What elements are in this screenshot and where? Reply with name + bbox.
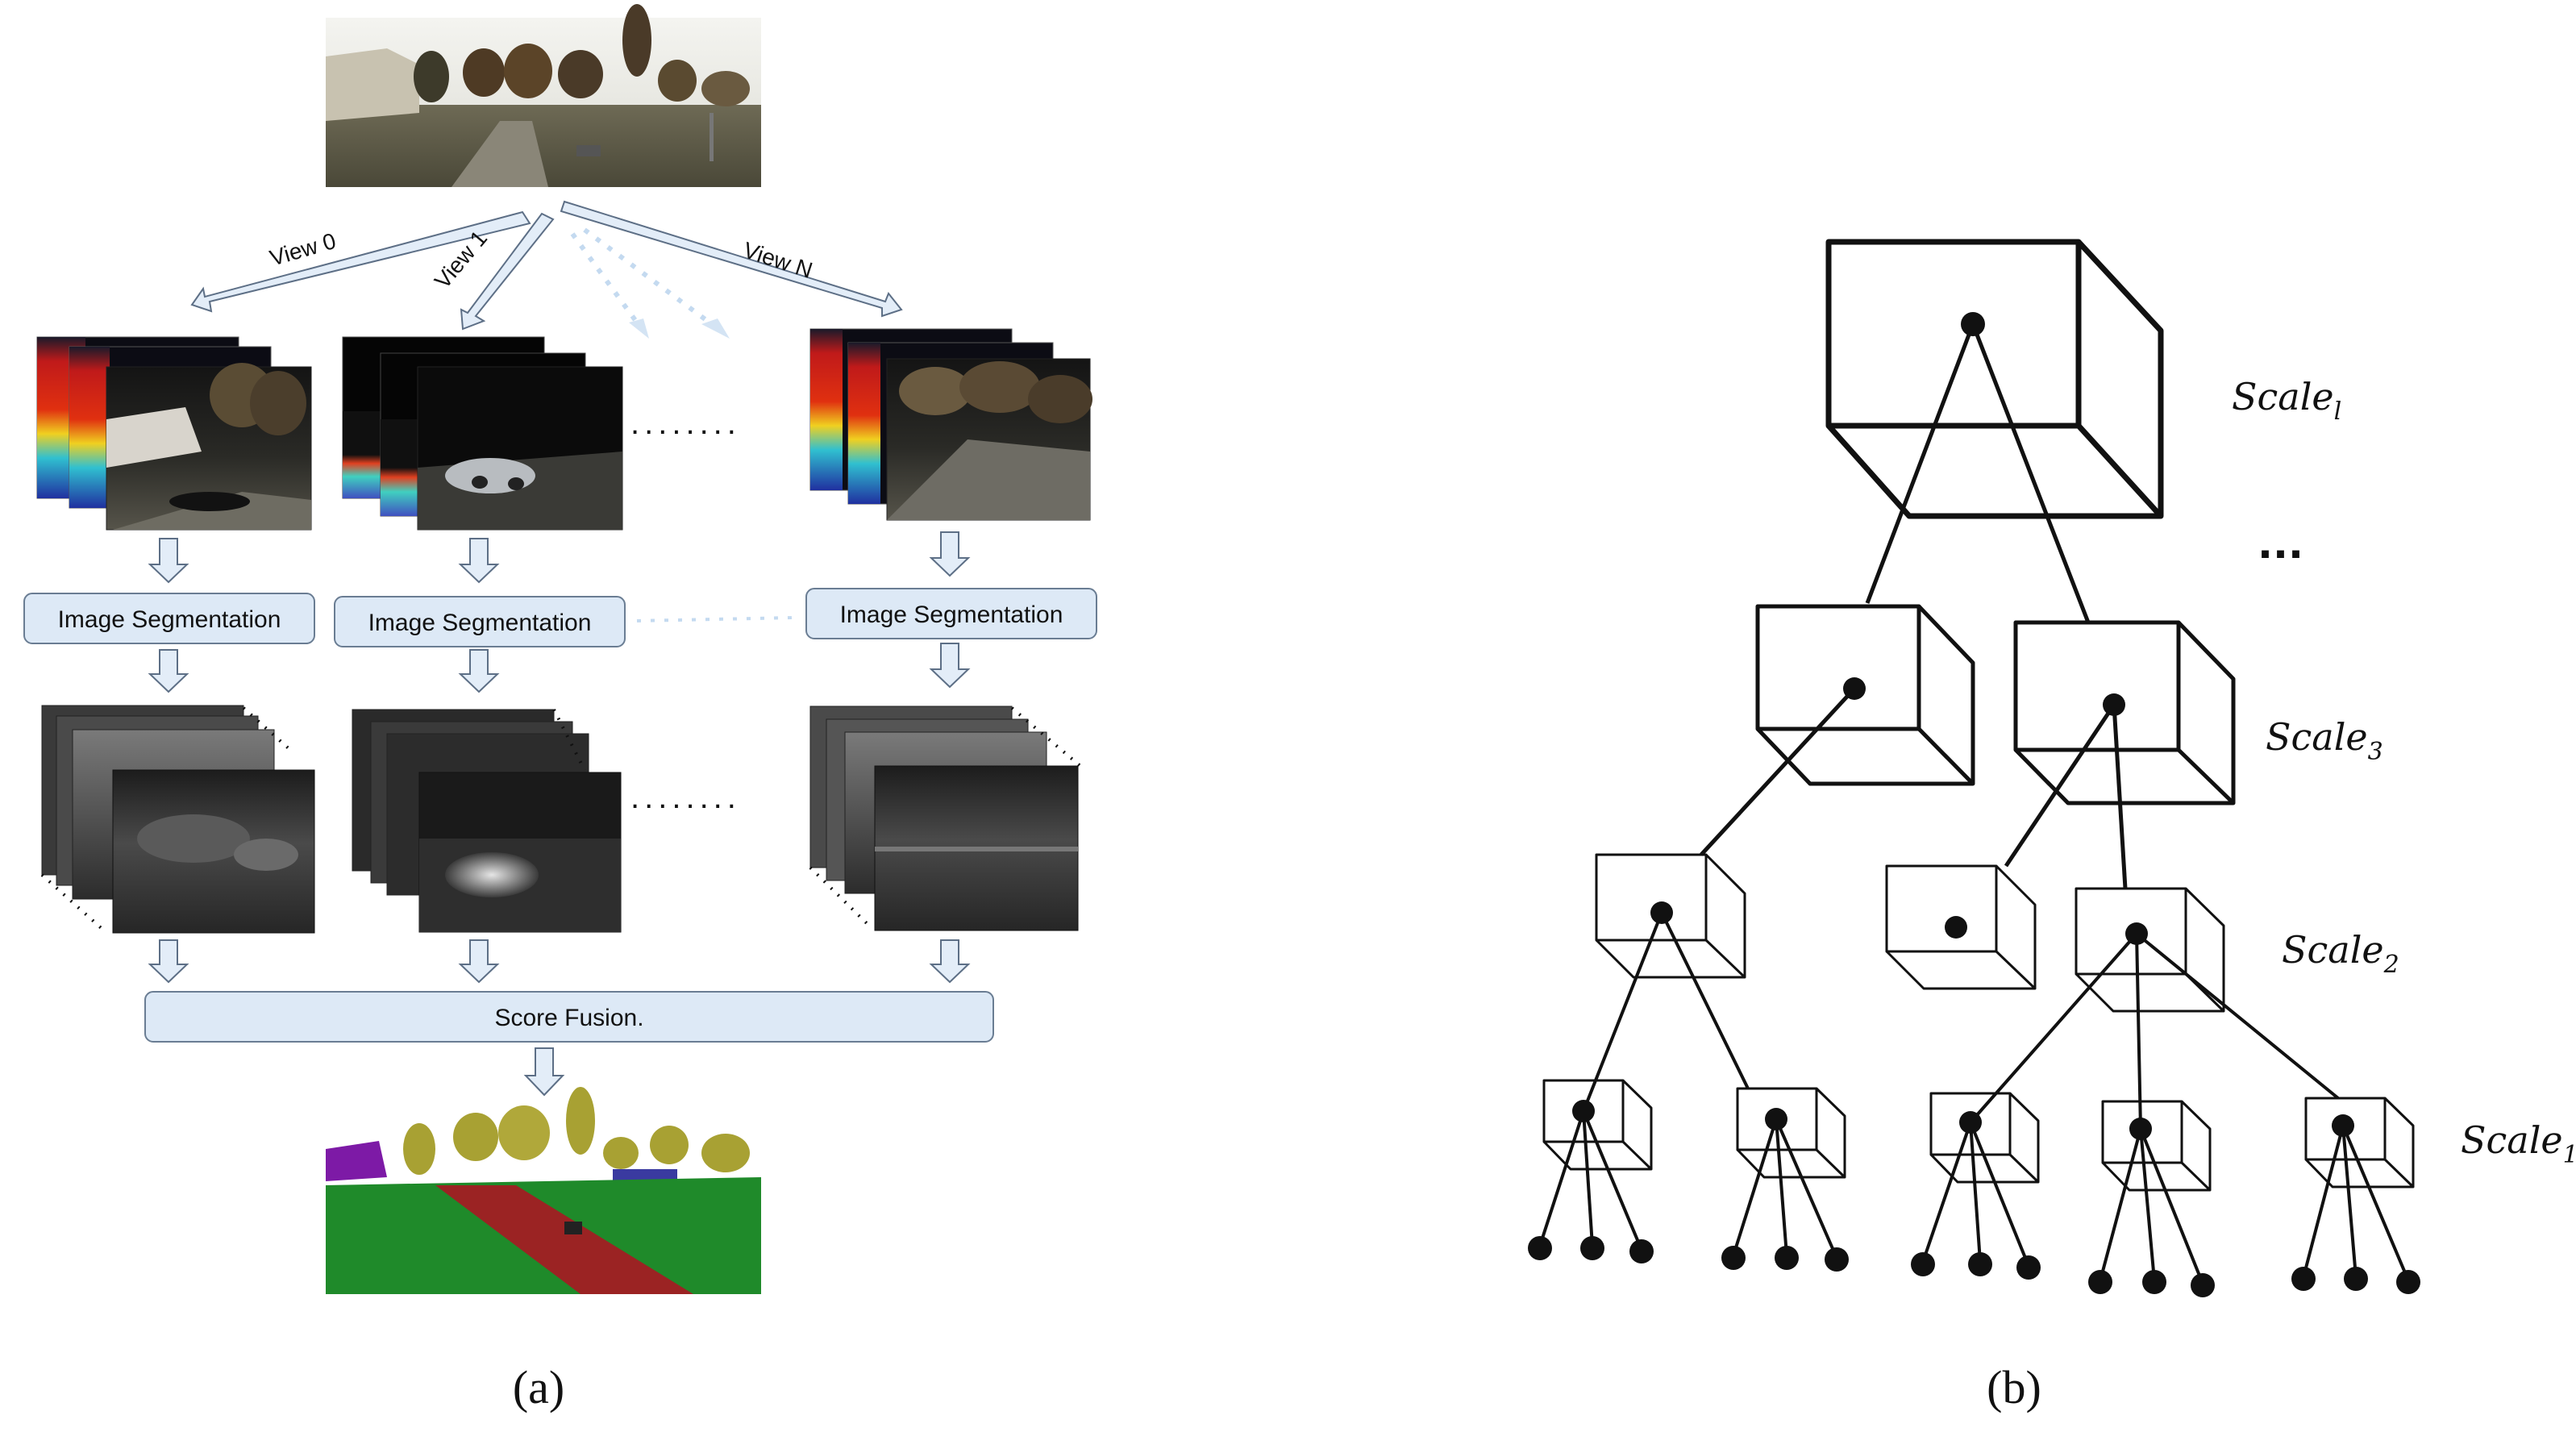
input-point-cloud — [326, 4, 761, 187]
panel-a: View 0 View 1 View N — [23, 4, 1097, 1413]
scale-3-label: Scale3 — [2266, 715, 2383, 766]
scale-2-sub: 2 — [2383, 951, 2399, 979]
scale-2-label: Scale2 — [2282, 928, 2399, 979]
view-arrows — [190, 200, 903, 339]
view1-arrow — [460, 212, 555, 331]
cube-scale-l — [1825, 239, 2164, 519]
scale-3-sub: 3 — [2368, 738, 2383, 766]
octree-edges — [1700, 323, 2128, 889]
scale-l-label: Scalel — [2232, 375, 2341, 426]
score-fusion-label: Score Fusion. — [494, 1005, 643, 1031]
output-segmented-cloud — [326, 1087, 761, 1294]
segmentation-connector — [636, 616, 795, 622]
viewN-image-stack — [809, 328, 1092, 521]
view0-score-stack — [40, 705, 315, 934]
segmentation-box-viewN — [805, 588, 1097, 639]
stack-ellipsis-top: ........ — [630, 406, 741, 441]
score-fusion-box — [144, 991, 994, 1043]
caption-b: (b) — [1987, 1361, 2041, 1413]
scale-labels: Scalel ... Scale3 Scale2 Scale1 — [2232, 375, 2576, 1169]
view1-score-stack — [352, 709, 622, 933]
segmentation-label-viewN: Image Segmentation — [840, 602, 1063, 628]
octree-nodes — [1528, 312, 2420, 1297]
segmentation-boxes: Image Segmentation Image Segmentation Im… — [23, 588, 1097, 647]
view0-arrow — [190, 210, 531, 313]
octree-edges-lower — [1582, 912, 2340, 1130]
scale-1-label: Scale1 — [2461, 1118, 2576, 1169]
down-arrows-row3 — [148, 939, 971, 984]
segmentation-box-view1 — [334, 596, 626, 647]
cubes-scale-2 — [1595, 853, 2225, 1013]
scale-l-sub: l — [2334, 398, 2342, 426]
view1-image-stack — [342, 336, 623, 531]
cubes-scale-3 — [1755, 604, 2236, 806]
scale-1-base: Scale — [2461, 1118, 2563, 1162]
scale-2-base: Scale — [2282, 928, 2384, 972]
scale-l-base: Scale — [2232, 375, 2334, 418]
octree-leaf-edges — [1538, 1110, 2410, 1284]
scale-1-sub: 1 — [2563, 1141, 2576, 1169]
viewN-score-stack — [809, 706, 1082, 931]
caption-a: (a) — [513, 1361, 564, 1413]
down-arrows-row1 — [148, 531, 971, 584]
down-arrows-row2 — [148, 643, 971, 693]
segmentation-label-view1: Image Segmentation — [368, 610, 592, 636]
cubes-scale-1 — [1542, 1079, 2415, 1192]
view0-image-stack — [36, 336, 312, 531]
faint-view-arrows — [570, 227, 711, 325]
viewN-arrow — [560, 200, 903, 318]
fusion-output-arrow — [523, 1047, 565, 1097]
scale-3-base: Scale — [2266, 715, 2368, 759]
segmentation-label-view0: Image Segmentation — [58, 606, 281, 633]
panel-b — [1528, 239, 2420, 1297]
segmentation-box-view0 — [23, 593, 315, 644]
stack-ellipsis-bottom: ........ — [630, 780, 741, 815]
scale-ellipsis: ... — [2258, 521, 2303, 568]
